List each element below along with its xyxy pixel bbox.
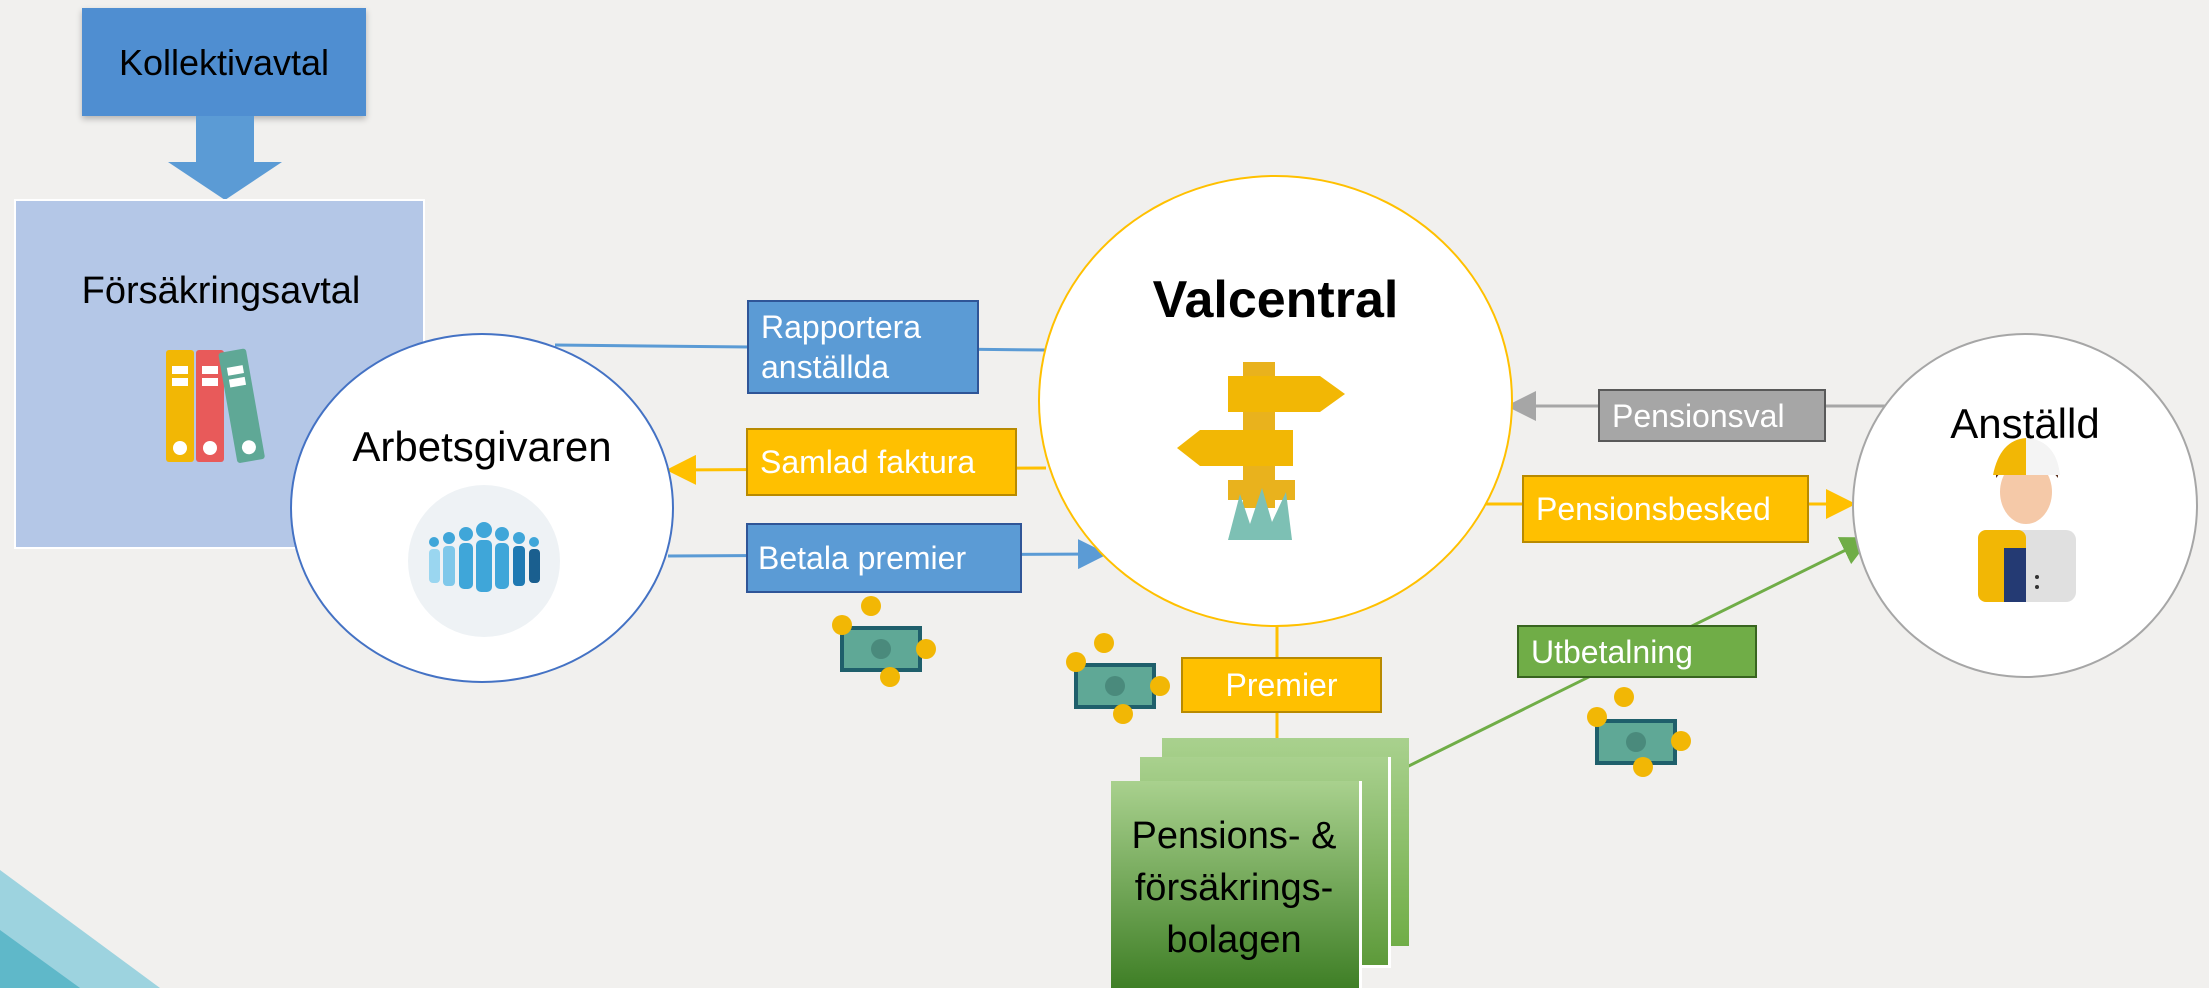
arbetsgivaren-label: Arbetsgivaren	[352, 423, 612, 470]
bolagen-stack-front	[1111, 781, 1362, 988]
utbetalning-label: Utbetalning	[1531, 633, 1693, 670]
premier-label: Premier	[1225, 667, 1338, 703]
samlad-faktura-box: Samlad faktura	[746, 428, 1017, 496]
pensionsbesked-label: Pensionsbesked	[1536, 491, 1771, 527]
rapportera-label: Rapportera anställda	[761, 309, 922, 385]
pensionsval-box: Pensionsval	[1598, 389, 1826, 442]
forsakringsavtal-label: Försäkringsavtal	[81, 270, 361, 312]
utbetalning-box: Utbetalning	[1517, 625, 1757, 678]
valcentral-label: Valcentral	[1152, 271, 1399, 329]
betala-premier-label: Betala premier	[758, 540, 967, 576]
bolagen-label: Pensions- & försäkrings- bolagen	[1131, 815, 1337, 961]
rapportera-box: Rapportera anställda	[747, 300, 979, 394]
pensionsbesked-box: Pensionsbesked	[1522, 475, 1809, 543]
premier-box: Premier	[1181, 657, 1382, 713]
kollektivavtal-box: Kollektivavtal	[82, 8, 366, 116]
betala-premier-box: Betala premier	[746, 523, 1022, 593]
pensionsval-label: Pensionsval	[1612, 397, 1785, 434]
samlad-faktura-label: Samlad faktura	[760, 444, 976, 480]
kollektivavtal-label: Kollektivavtal	[118, 41, 330, 83]
